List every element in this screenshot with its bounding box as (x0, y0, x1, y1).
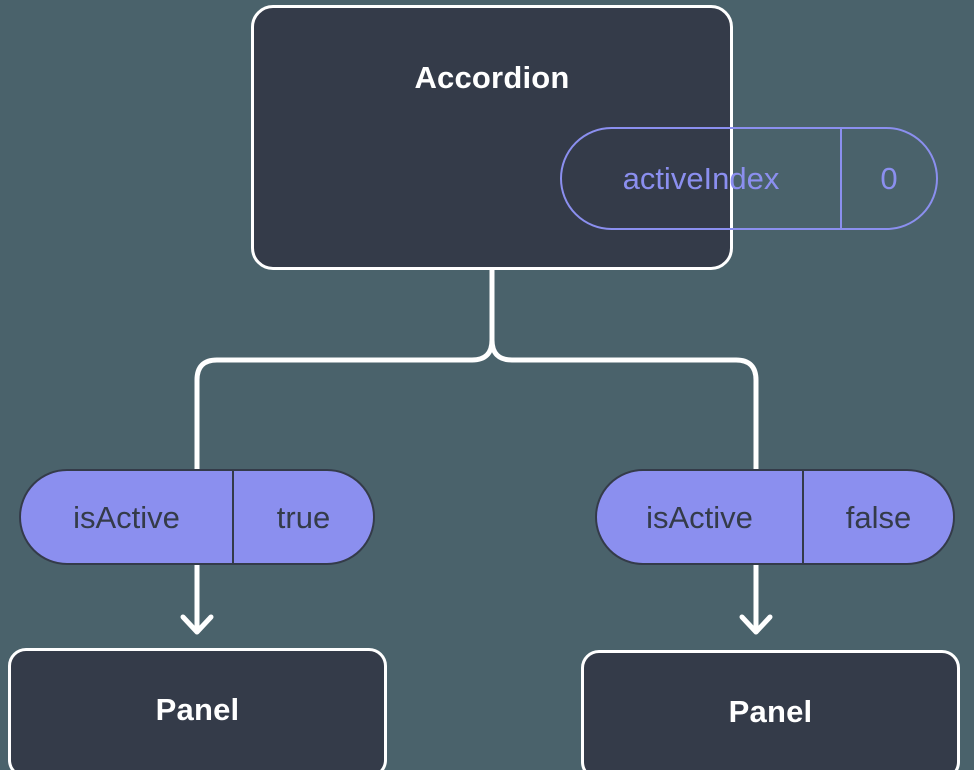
accordion-title: Accordion (414, 60, 570, 95)
state-badge-activeindex[interactable]: activeIndex 0 (560, 127, 938, 230)
prop-badge-value: false (845, 499, 912, 535)
panel-card-right[interactable]: Panel (581, 650, 960, 770)
accordion-component-card[interactable]: Accordion activeIndex 0 (251, 5, 938, 270)
prop-badge-value: true (276, 499, 331, 535)
arrow-head-right (739, 614, 773, 635)
panel-right-title: Panel (728, 693, 813, 729)
prop-badge-isactive-false[interactable]: isActive false (595, 469, 955, 565)
panel-left-title: Panel (155, 691, 240, 727)
state-badge-key: activeIndex (562, 129, 842, 228)
fork-connector (194, 266, 495, 473)
panel-card-left[interactable]: Panel (8, 648, 387, 770)
prop-badge-isactive-true[interactable]: isActive true (19, 469, 375, 565)
prop-badge-key: isActive (21, 471, 234, 563)
prop-badge-key: isActive (597, 471, 804, 563)
fork-connector-right (489, 266, 759, 473)
state-badge-value: 0 (880, 161, 898, 196)
arrow-head-left (180, 614, 214, 635)
